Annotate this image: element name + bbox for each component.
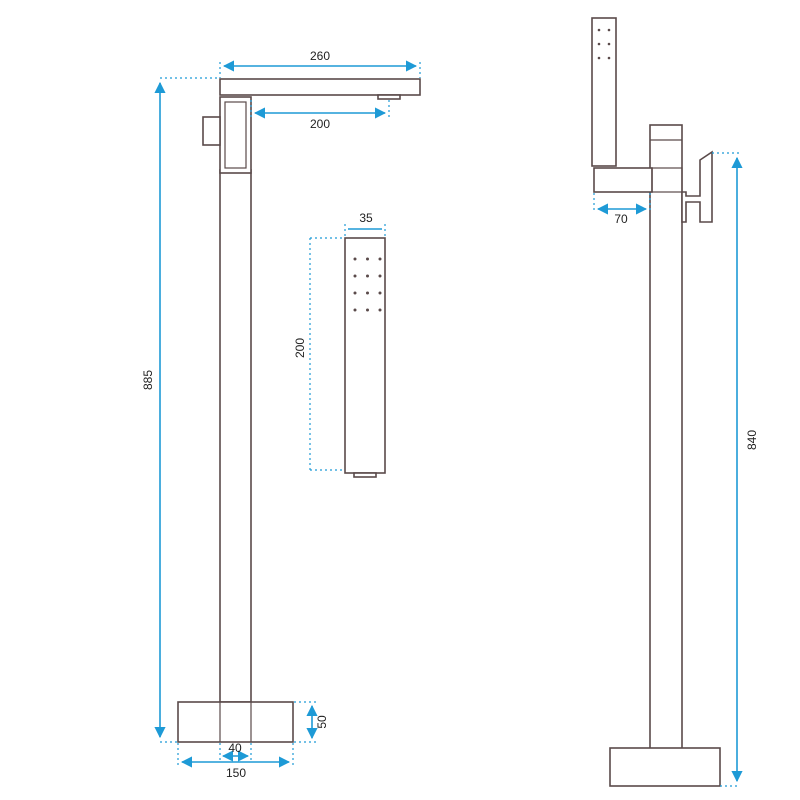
front-view: [177, 78, 421, 743]
nozzle-dot: [607, 42, 611, 46]
hand-shower: [344, 237, 386, 478]
dim-base-width-label: 150: [226, 766, 246, 780]
nozzle-dot: [607, 56, 611, 60]
side-holder-joint: [651, 167, 683, 193]
nozzle-dot: [607, 28, 611, 32]
front-aerator: [377, 94, 401, 100]
nozzle-dot: [378, 257, 382, 261]
dim-hand-shower-width-label: 35: [359, 211, 373, 225]
dim-spout-length-label: 260: [310, 49, 330, 63]
hand-shower-body: [344, 237, 386, 474]
dim-total-height-label: 885: [141, 370, 155, 390]
side-hand-shower-nozzles: [597, 28, 611, 60]
nozzle-dot: [353, 274, 357, 278]
front-column: [219, 169, 252, 703]
dim-body-height-label: 840: [745, 430, 759, 450]
nozzle-dot: [597, 42, 601, 46]
side-hand-shower: [591, 17, 617, 167]
nozzle-dot: [378, 308, 382, 312]
front-spout: [219, 78, 421, 96]
side-dimensions: 70 840: [593, 152, 759, 787]
side-view: [591, 17, 721, 787]
dim-column-width-label: 40: [228, 741, 242, 755]
nozzle-dot: [353, 257, 357, 261]
hand-shower-dimensions: 35 200: [293, 211, 386, 471]
side-lever-handle: [681, 150, 713, 223]
nozzle-dot: [366, 257, 369, 261]
hand-shower-nozzles: [353, 257, 382, 312]
dim-holder-offset-label: 70: [614, 212, 628, 226]
dim-hand-shower-length-label: 200: [293, 338, 307, 358]
dim-base-height-label: 50: [315, 715, 329, 729]
nozzle-dot: [366, 308, 369, 312]
dim-spout-reach-label: 200: [310, 117, 330, 131]
front-mixer-inner: [224, 101, 247, 169]
nozzle-dot: [353, 291, 357, 295]
nozzle-dot: [353, 308, 357, 312]
side-holder-bracket: [593, 167, 653, 193]
nozzle-dot: [366, 274, 369, 278]
front-dimensions: 260 200 885 50 40 150: [141, 49, 421, 780]
hand-shower-connector: [353, 472, 377, 478]
nozzle-dot: [378, 291, 382, 295]
nozzle-dot: [366, 291, 369, 295]
nozzle-dot: [597, 56, 601, 60]
nozzle-dot: [378, 274, 382, 278]
side-column: [649, 124, 683, 751]
side-base: [609, 747, 721, 787]
front-knob: [202, 116, 221, 146]
nozzle-dot: [597, 28, 601, 32]
front-base: [177, 701, 294, 743]
